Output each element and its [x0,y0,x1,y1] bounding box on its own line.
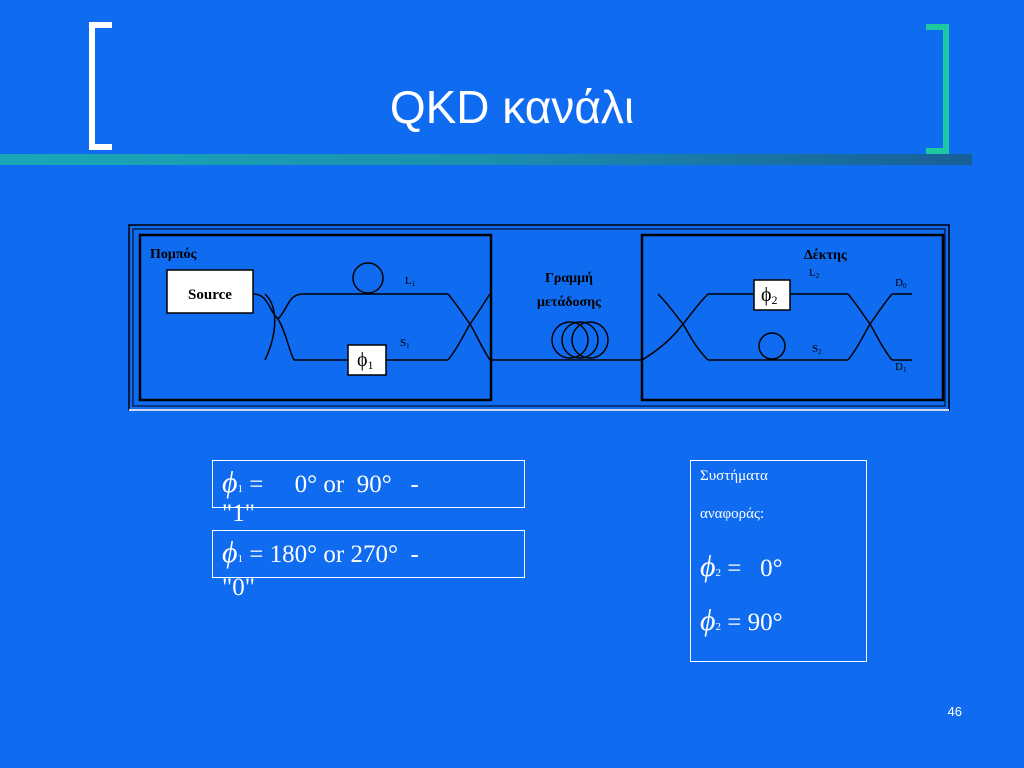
label-L2: L2 [809,267,820,280]
label-D1: D1 [895,361,907,374]
phi1-symbol: ϕ [222,536,238,569]
encoding-bit0-value: "0" [222,574,255,601]
phi2-subscript: 2 [715,621,722,633]
reference-row-90deg: ϕ2 = 90° [700,604,783,638]
sender-label: Πομπός [150,247,197,262]
reference-heading-line2: αναφοράς: [700,506,765,522]
sender-box [138,233,493,402]
right-bracket-decoration [926,24,949,154]
phi2-subscript: 2 [715,567,722,579]
phi2-symbol: ϕ [700,550,716,583]
label-L1: L1 [405,275,416,288]
svg-text:ϕ2: ϕ2 [761,284,778,307]
reference-90deg-text: = 90° [721,609,783,636]
qkd-channel-diagram: Πομπός Δέκτης Source ϕ1 [128,224,950,411]
channel-label-line2: μετάδοσης [537,295,602,310]
fiber-spool [551,321,609,359]
receiver-box [640,233,945,402]
reference-frame-box [690,460,867,662]
encoding-box-bit0 [212,530,525,578]
channel-label-line1: Γραμμή [545,271,593,286]
reference-row-0deg: ϕ2 = 0° [700,550,783,584]
reference-heading-line1: Συστήματα [700,468,768,484]
label-S2: S2 [812,343,822,356]
svg-text:ϕ1: ϕ1 [357,349,374,372]
phi1-symbol: ϕ [222,466,238,499]
title-underline-bar [0,154,972,165]
reference-0deg-text: = 0° [721,555,783,582]
phi1-subscript: 1 [237,553,244,565]
sender-delay-loop [352,262,384,294]
encoding-bit0-text: = 180° or 270° - [243,541,419,568]
phi2-modulator [753,279,791,311]
label-S1: S1 [400,337,410,350]
slide-title: QKD κανάλι [389,81,635,133]
label-D0: D0 [895,277,907,290]
receiver-delay-loop [758,332,786,360]
phi1-modulator [347,344,387,376]
phi2-symbol: ϕ [700,604,716,637]
encoding-row-bit1: ϕ1 = 0° or 90° - [222,466,419,500]
page-number: 46 [947,704,962,719]
encoding-bit1-text: = 0° or 90° - [243,471,419,498]
encoding-row-bit0: ϕ1 = 180° or 270° - [222,536,419,570]
left-bracket-decoration [89,22,112,150]
receiver-label: Δέκτης [804,248,848,263]
source-box [166,269,254,314]
encoding-box-bit1 [212,460,525,508]
phi1-subscript: 1 [237,483,244,495]
source-label: Source [188,287,232,303]
encoding-bit1-value: "1" [222,500,255,527]
